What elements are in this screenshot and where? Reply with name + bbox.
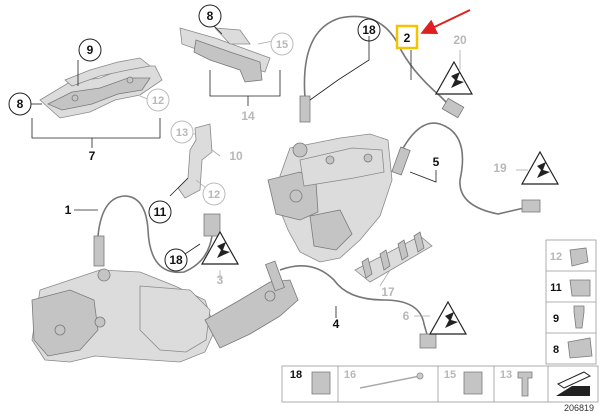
callout-2[interactable]: 2: [404, 31, 411, 45]
clip-part-icon: [569, 247, 589, 267]
bracket-assembly: [179, 27, 271, 83]
callout-13[interactable]: 13: [176, 127, 188, 139]
clip-part-icon: [567, 337, 593, 359]
callout-circle: [146, 88, 170, 112]
clip-part-icon: [463, 371, 483, 395]
bottom-parts-legend: 18 16 15 13: [281, 365, 599, 403]
highlight-box: [395, 24, 419, 50]
sensor-holder-17: [354, 231, 433, 283]
warning-triangle-icon: [520, 150, 560, 185]
clip-part-icon: [569, 279, 591, 297]
callout-9[interactable]: 9: [87, 43, 94, 57]
callout-17[interactable]: 17: [381, 285, 395, 299]
callout-circle: [270, 32, 294, 56]
shim-icon: [556, 371, 592, 389]
bottombar-item-16[interactable]: 16: [344, 369, 356, 381]
bolt-part-icon: [573, 305, 585, 329]
warning-triangle-icon: [200, 230, 240, 265]
callout-18[interactable]: 18: [362, 23, 376, 37]
callout-8-left[interactable]: 8: [17, 97, 24, 111]
pointer-arrow: [420, 9, 471, 35]
callout-10[interactable]: 10: [229, 149, 243, 163]
diagram-reference-number: 206819: [564, 403, 594, 413]
callout-14[interactable]: 14: [241, 109, 255, 123]
callout-3[interactable]: 3: [217, 273, 224, 287]
callout-circle: [357, 18, 381, 42]
callout-18-mid[interactable]: 18: [169, 253, 183, 267]
callout-1[interactable]: 1: [65, 203, 72, 217]
callout-4[interactable]: 4: [333, 317, 340, 331]
leader-lines: [30, 21, 528, 318]
callout-19[interactable]: 19: [493, 161, 507, 175]
warning-triangle-icon: [428, 300, 468, 335]
callout-7[interactable]: 7: [89, 149, 96, 163]
bottombar-item-15[interactable]: 15: [444, 369, 456, 381]
callout-circle: [202, 182, 226, 206]
clip-part-icon: [311, 371, 331, 395]
callout-12-top[interactable]: 12: [152, 95, 164, 107]
callout-circle: [164, 248, 188, 272]
callout-circle: [198, 4, 222, 28]
warning-triangle-icon: [434, 60, 474, 95]
sidebar-item-11[interactable]: 11: [550, 282, 562, 294]
callout-circle: [170, 120, 194, 144]
sidebar-parts-legend: 12 11 9 8: [545, 239, 597, 365]
lower-exhaust-manifold: [31, 268, 299, 363]
callout-circle: [78, 38, 102, 62]
cable-tie-icon: [359, 375, 421, 389]
callout-5[interactable]: 5: [433, 155, 440, 169]
sidebar-item-9[interactable]: 9: [553, 313, 559, 325]
callout-11[interactable]: 11: [154, 205, 167, 219]
sidebar-item-12[interactable]: 12: [550, 251, 562, 263]
shim-icon: [556, 386, 590, 396]
callout-8-top[interactable]: 8: [207, 9, 214, 23]
callout-circle: [148, 200, 172, 224]
callout-15[interactable]: 15: [276, 39, 288, 51]
callout-12-mid[interactable]: 12: [208, 189, 220, 201]
oxygen-sensor-wires: [93, 15, 541, 349]
callout-20[interactable]: 20: [453, 33, 467, 47]
sidebar-item-8[interactable]: 8: [553, 344, 559, 356]
bottombar-item-18[interactable]: 18: [290, 369, 302, 381]
cable-tie-head-icon: [416, 372, 424, 380]
bottombar-item-13[interactable]: 13: [500, 369, 512, 381]
upper-exhaust-manifold: [267, 133, 393, 263]
callout-circle: [8, 92, 32, 116]
callout-6[interactable]: 6: [403, 309, 410, 323]
screw-part-icon: [517, 371, 533, 397]
heat-shield-assembly: [39, 57, 163, 119]
